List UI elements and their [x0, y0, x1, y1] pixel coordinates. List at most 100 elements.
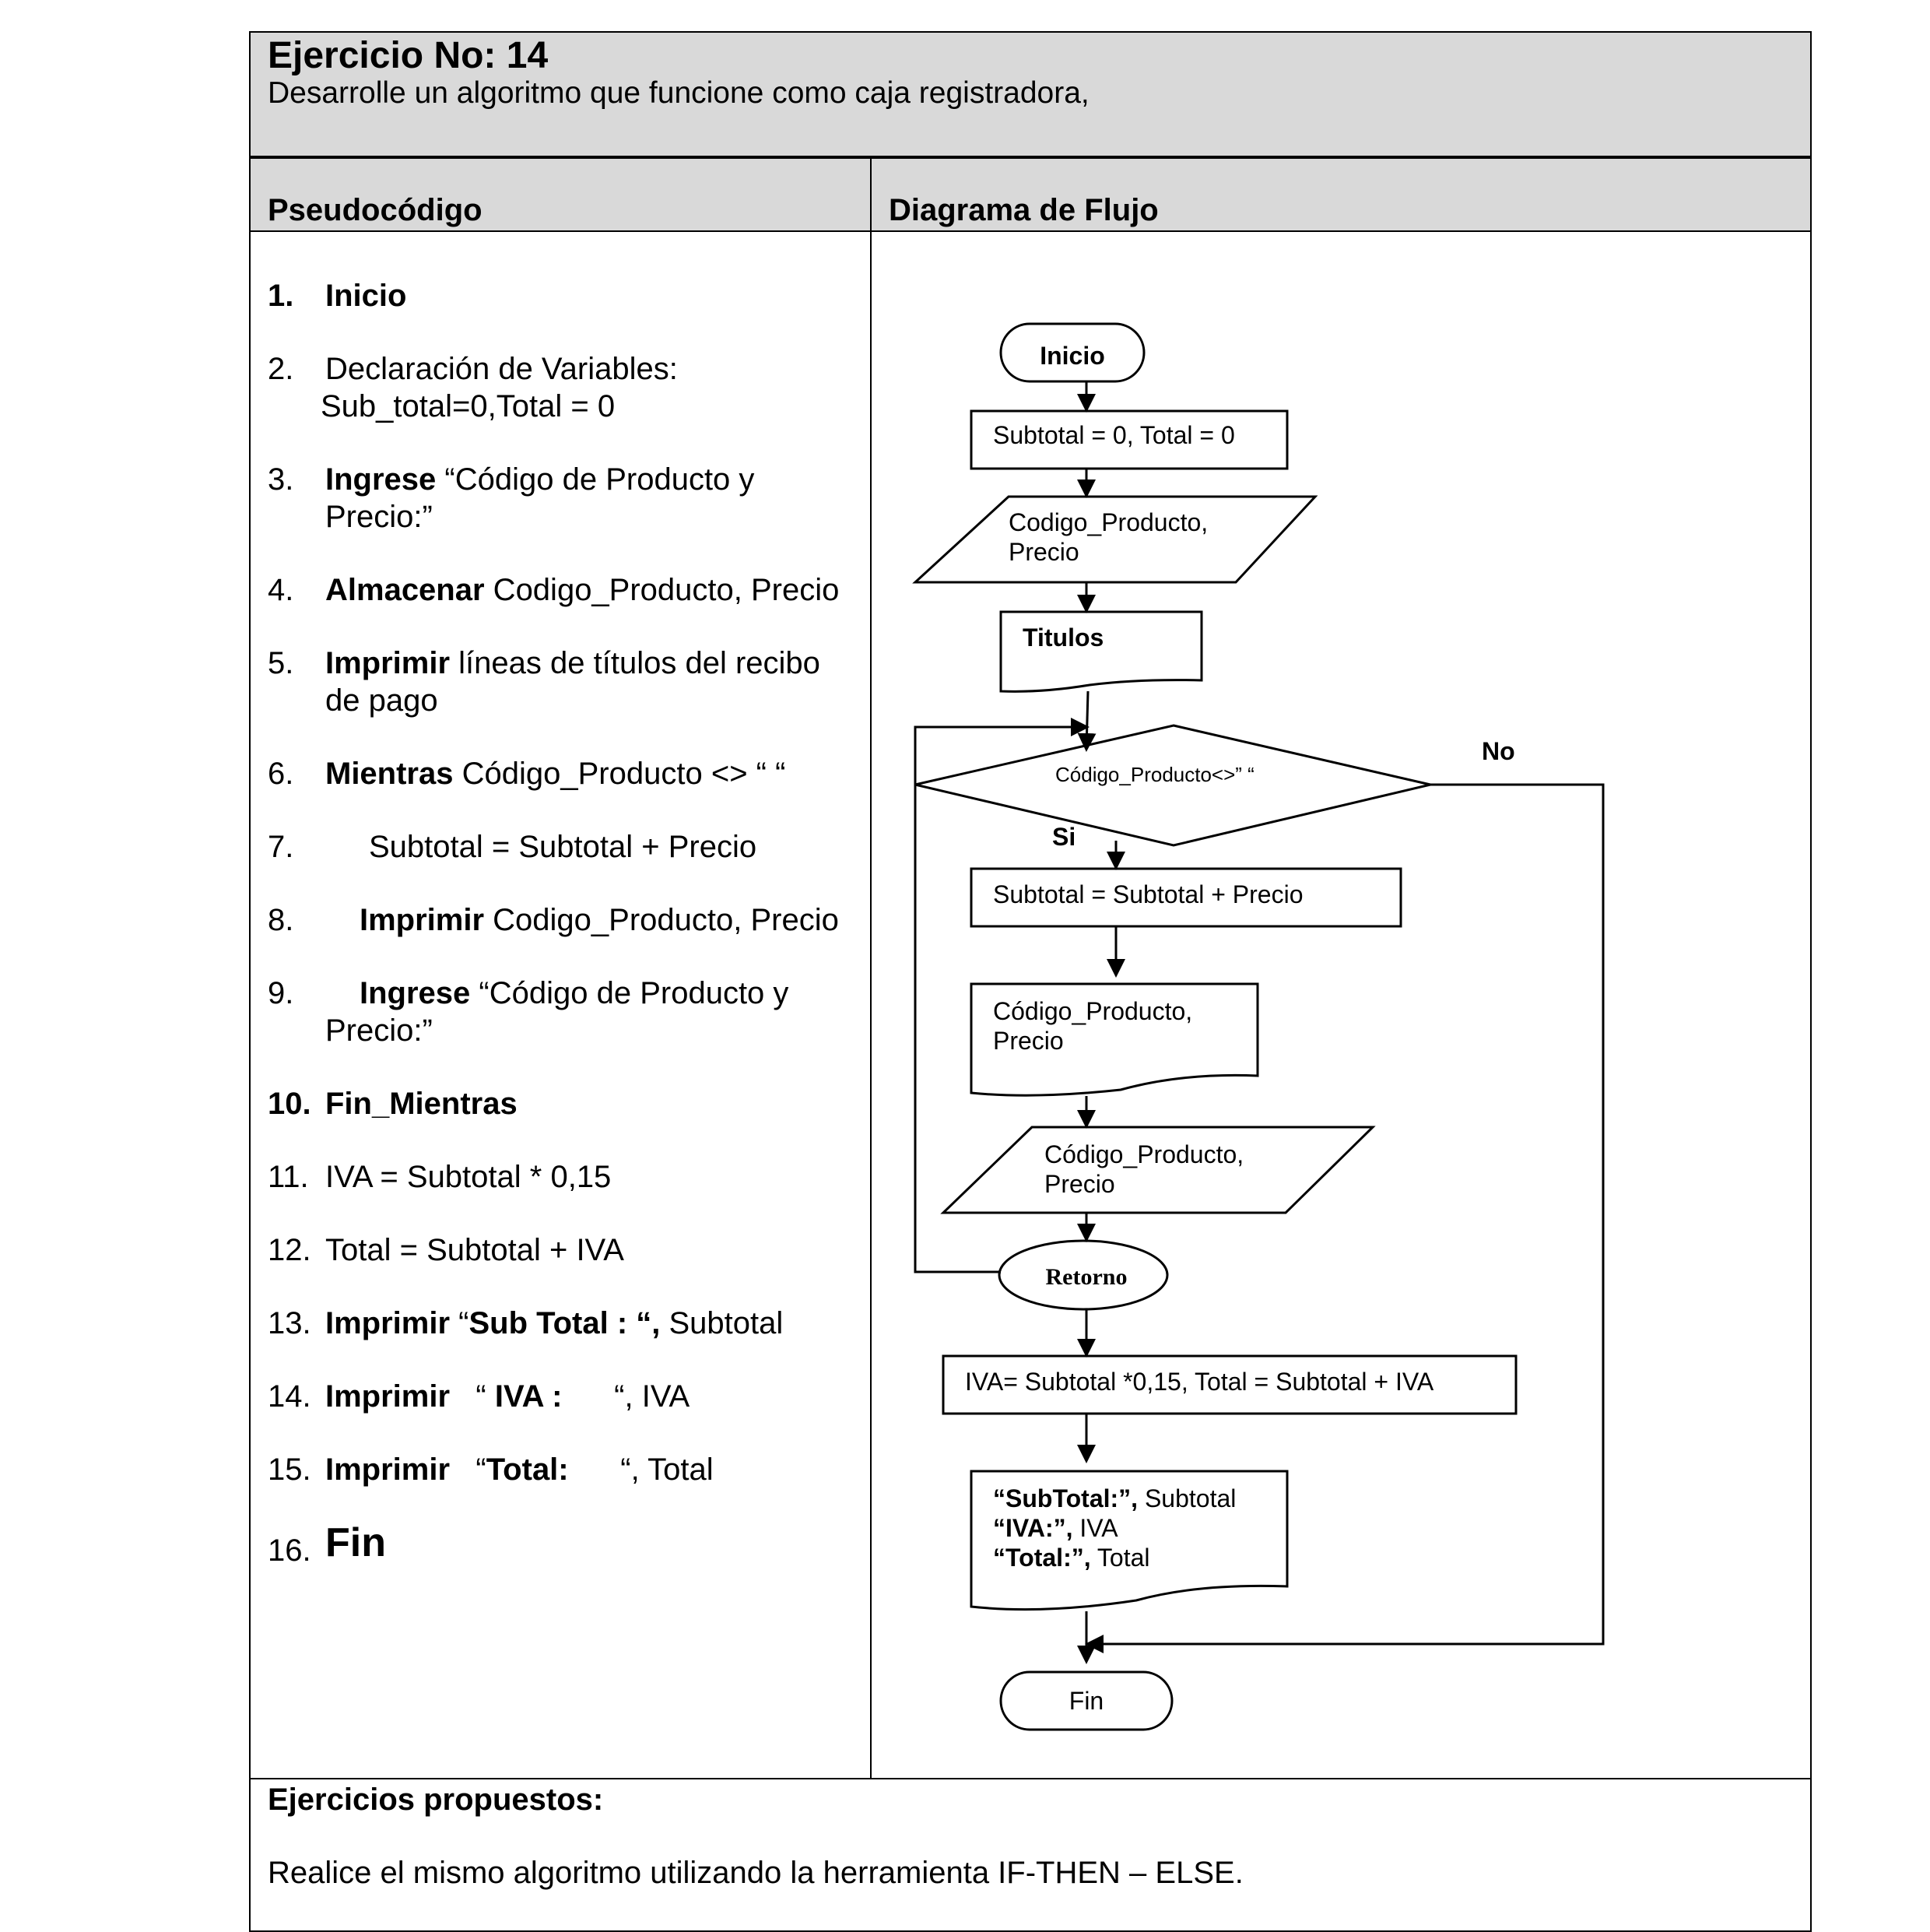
output-document — [970, 1470, 1289, 1611]
arrow — [1077, 690, 1097, 752]
step-keyword: Ingrese — [325, 462, 437, 497]
decision-diamond — [914, 724, 1431, 847]
step-number: 13. — [268, 1306, 311, 1340]
step-keyword: Almacenar — [325, 573, 485, 607]
step-text-2: “, IVA — [562, 1379, 690, 1414]
step-keyword: Imprimir — [325, 1379, 451, 1414]
output-line3: “Total:”, Total — [993, 1544, 1150, 1572]
step-number: 12. — [268, 1233, 311, 1267]
step-number: 9. — [268, 976, 294, 1010]
input-parallelogram — [912, 495, 1318, 584]
step-text: “ — [450, 1379, 495, 1414]
step-number: 16. — [268, 1533, 311, 1568]
condition-label: Código_Producto<>” “ — [1055, 763, 1254, 786]
pseudocode-header — [249, 157, 872, 232]
step-text: Codigo_Producto, Precio — [484, 903, 839, 937]
step-keyword: Inicio — [325, 279, 407, 313]
step-text: “ — [450, 1453, 486, 1487]
step-number: 5. — [268, 646, 294, 680]
step-text-2: “, Total — [568, 1453, 714, 1487]
step-text: Subtotal = Subtotal + Precio — [369, 830, 757, 864]
step-text: Codigo_Producto, Precio — [484, 573, 840, 607]
step-text: líneas de títulos del recibo — [450, 646, 820, 680]
step-keyword: Imprimir — [360, 903, 485, 937]
output-line1-bold: “SubTotal:”, — [993, 1484, 1138, 1512]
pseudocode-step-continuation: Precio:” — [325, 498, 433, 536]
step-text: Total = Subtotal + IVA — [325, 1233, 624, 1267]
step-keyword: Fin_Mientras — [325, 1087, 518, 1121]
step-text-2: Subtotal — [660, 1306, 784, 1340]
pseudocode-step-continuation: Sub_total=0,Total = 0 — [321, 388, 615, 425]
step-number: 10. — [268, 1087, 311, 1121]
print-item-document — [970, 982, 1259, 1097]
accumulate-process-box — [970, 867, 1402, 928]
pseudocode-step: 14. Imprimir “ IVA : “, IVA — [268, 1378, 690, 1490]
arrow-no — [1085, 783, 1605, 1653]
pseudocode-step-continuation: de pago — [325, 682, 438, 719]
step-text: “Código de Producto y — [436, 462, 755, 497]
end-terminal — [999, 1670, 1174, 1731]
output-line2-text: IVA — [1073, 1514, 1119, 1542]
step-text-line2: Sub_total=0,Total = 0 — [321, 389, 616, 423]
step-keyword: Mientras — [325, 757, 454, 791]
pseudocode-step: 15. Imprimir “Total: “, Total — [268, 1451, 714, 1563]
yes-label: Si — [1052, 823, 1076, 851]
step-keyword: Imprimir — [325, 1453, 451, 1487]
step-text-line2: Precio:” — [325, 500, 433, 534]
start-terminal — [999, 322, 1146, 383]
step-number: 7. — [268, 830, 294, 864]
step-keyword-2: Sub Total : “, — [468, 1306, 661, 1340]
step-number: 6. — [268, 757, 294, 791]
calc-label: IVA= Subtotal *0,15, Total = Subtotal + … — [965, 1368, 1434, 1396]
exercise-description: Desarrolle un algoritmo que funcione com… — [268, 76, 1090, 110]
step-keyword: Imprimir — [325, 1306, 451, 1340]
step-text: “ — [450, 1306, 469, 1340]
step-keyword: Fin — [325, 1520, 386, 1565]
step-text: Declaración de Variables: — [325, 352, 678, 386]
step-number: 11. — [268, 1160, 309, 1194]
proposed-exercises-title: Ejercicios propuestos: — [268, 1783, 604, 1817]
flowchart-header — [870, 157, 1812, 232]
step-number: 1. — [268, 279, 294, 313]
exercise-title: Ejercicio No: 14 — [268, 35, 549, 76]
init-process-box — [970, 409, 1289, 470]
output-line1-text: Subtotal — [1138, 1484, 1236, 1512]
init-label: Subtotal = 0, Total = 0 — [993, 421, 1235, 449]
column-divider — [870, 157, 872, 1778]
titles-label: Titulos — [1023, 624, 1104, 652]
pseudocode-title: Pseudocódigo — [268, 193, 482, 227]
step-number: 15. — [268, 1453, 311, 1487]
step-number: 2. — [268, 352, 294, 386]
step-keyword: Imprimir — [325, 646, 451, 680]
print-item-line2: Precio — [993, 1027, 1064, 1055]
step-keyword-2: IVA : — [494, 1379, 563, 1414]
step-keyword-2: Total: — [486, 1453, 569, 1487]
step-text-line2: de pago — [325, 683, 438, 718]
return-label: Retorno — [1046, 1264, 1128, 1290]
no-label: No — [1482, 737, 1515, 765]
step-number: 14. — [268, 1379, 311, 1414]
step-text: Código_Producto <> “ “ — [453, 757, 786, 791]
output-line2: “IVA:”, IVA — [993, 1514, 1118, 1542]
output-line3-text: Total — [1091, 1544, 1150, 1572]
start-label: Inicio — [1040, 342, 1105, 370]
output-line1: “SubTotal:”, Subtotal — [993, 1484, 1236, 1512]
print-item-line1: Código_Producto, — [993, 997, 1192, 1025]
exercise-header — [249, 31, 1812, 157]
step-text: “Código de Producto y — [470, 976, 789, 1010]
footer-divider — [249, 1778, 1812, 1779]
step-keyword: Ingrese — [360, 976, 471, 1010]
calc-process-box — [942, 1354, 1518, 1415]
pseudocode-step-continuation: Precio:” — [325, 1012, 433, 1049]
step-number: 4. — [268, 573, 294, 607]
input1-line1: Codigo_Producto, — [1009, 508, 1208, 536]
step-text: IVA = Subtotal * 0,15 — [325, 1160, 612, 1194]
proposed-exercises-text: Realice el mismo algoritmo utilizando la… — [268, 1856, 1244, 1890]
step-number: 8. — [268, 903, 294, 937]
input2-line1: Código_Producto, — [1044, 1140, 1244, 1168]
flowchart-title: Diagrama de Flujo — [889, 193, 1159, 227]
loop-back-line — [914, 718, 1090, 1273]
input2-line2: Precio — [1044, 1170, 1115, 1198]
titles-document — [999, 610, 1203, 693]
